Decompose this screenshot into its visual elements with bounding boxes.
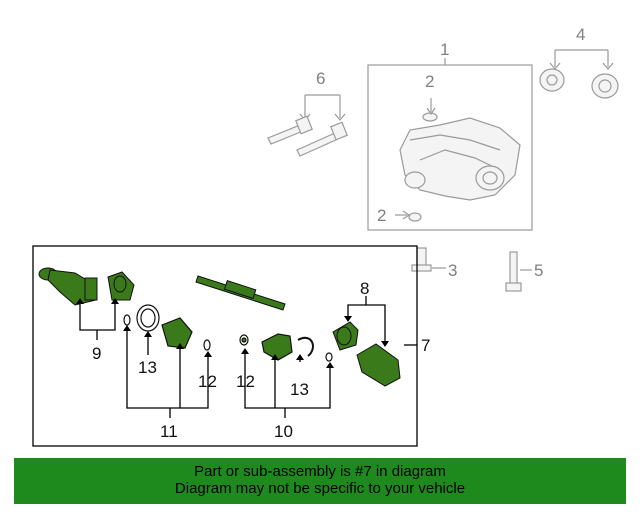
stud-5[interactable] — [505, 251, 532, 292]
callout-9: 9 — [92, 344, 101, 363]
bolt-3[interactable] — [411, 247, 446, 272]
callout-13-left: 13 — [138, 358, 157, 377]
callout-8: 8 — [360, 279, 369, 298]
leader-8 — [347, 296, 386, 345]
callout-3: 3 — [448, 261, 457, 280]
callout-2-top: 2 — [425, 72, 434, 91]
leader-10 — [244, 350, 331, 418]
differential-frame — [367, 64, 533, 231]
notice-line-2: Diagram may not be specific to your vehi… — [174, 480, 466, 497]
leader-11 — [126, 327, 209, 418]
callout-12-left: 12 — [198, 372, 217, 391]
bolt-group-6[interactable] — [267, 94, 348, 157]
notice-banner: Part or sub-assembly is #7 in diagram Di… — [14, 458, 626, 504]
bushing-group-4[interactable] — [539, 49, 619, 99]
callout-12-right: 12 — [236, 372, 255, 391]
callout-6: 6 — [316, 69, 325, 88]
callout-11: 11 — [160, 422, 178, 441]
callout-10: 10 — [274, 422, 293, 441]
callout-7: 7 — [421, 336, 430, 355]
notice-line-1: Part or sub-assembly is #7 in diagram — [194, 463, 446, 480]
differential-assembly[interactable] — [367, 58, 533, 231]
callout-4: 4 — [576, 25, 585, 44]
callout-5: 5 — [534, 261, 543, 280]
leader-9 — [79, 300, 116, 331]
axle-shaft[interactable] — [195, 275, 286, 311]
inner-cv-joint[interactable] — [38, 267, 135, 306]
callout-13-right: 13 — [290, 380, 309, 399]
callout-1: 1 — [440, 40, 449, 59]
axle-assembly-frame — [32, 245, 418, 447]
boot-kit-left[interactable] — [123, 304, 211, 351]
outer-cv-joint[interactable] — [332, 321, 401, 387]
boot-kit-right[interactable] — [239, 333, 333, 362]
callout-2-bottom: 2 — [377, 206, 386, 225]
